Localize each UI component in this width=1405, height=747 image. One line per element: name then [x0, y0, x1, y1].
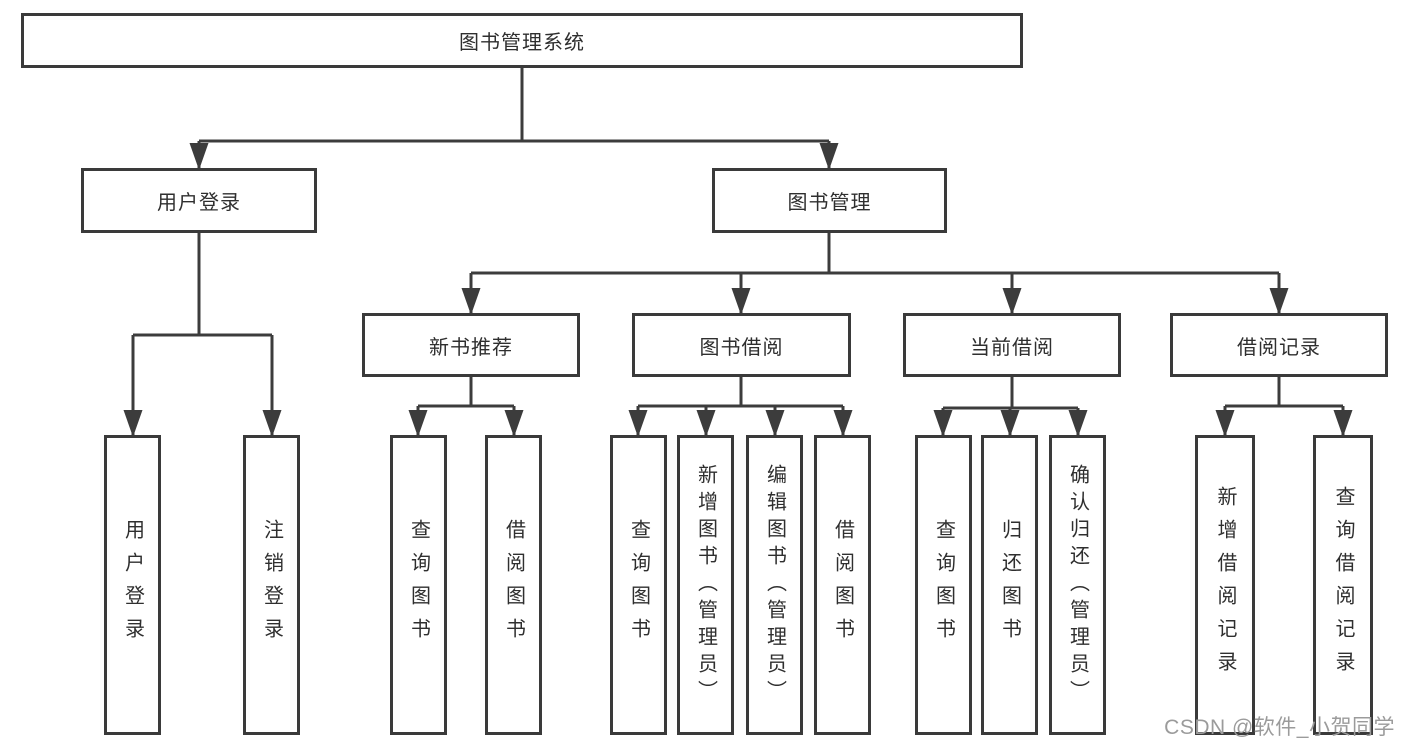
node-current-borrowing: 当前借阅 [903, 313, 1121, 377]
arrow-down-icon [1333, 410, 1353, 437]
leaf-borrowing-query-books: 查询图书 [610, 435, 667, 735]
node-user-login: 用户登录 [81, 168, 317, 233]
arrow-down-icon [628, 410, 648, 437]
arrow-down-icon [123, 410, 143, 437]
leaf-newbook-query-books: 查询图书 [390, 435, 447, 735]
node-book-management-label: 图书管理 [787, 192, 872, 214]
leaf-current-return-books: 归还图书 [981, 435, 1038, 735]
node-root-label: 图书管理系统 [459, 32, 585, 54]
leaf-user-login-label: 用户登录 [121, 519, 144, 651]
arrow-down-icon [1269, 288, 1289, 315]
leaf-current-return-books-label: 归还图书 [998, 519, 1021, 651]
edge-userlogin-to-leaves [131, 233, 274, 437]
leaf-newbook-borrow-books-label: 借阅图书 [502, 519, 525, 651]
leaf-borrowing-add-books-admin: 新增图书（管理员） [677, 435, 734, 735]
leaf-current-query-books: 查询图书 [915, 435, 972, 735]
leaf-current-query-books-label: 查询图书 [932, 519, 955, 651]
arrow-down-icon [461, 288, 481, 315]
leaf-records-query-record: 查询借阅记录 [1313, 435, 1373, 735]
arrow-down-icon [696, 410, 716, 437]
leaf-records-query-record-label: 查询借阅记录 [1332, 486, 1354, 684]
edge-root-to-level2 [197, 68, 831, 170]
arrow-down-icon [765, 410, 785, 437]
leaf-borrowing-borrow-books: 借阅图书 [814, 435, 871, 735]
leaf-newbook-borrow-books: 借阅图书 [485, 435, 542, 735]
leaf-current-confirm-return-admin: 确认归还（管理员） [1049, 435, 1106, 735]
node-borrowing-records-label: 借阅记录 [1237, 336, 1321, 359]
leaf-borrowing-query-books-label: 查询图书 [627, 519, 650, 651]
arrow-down-icon [933, 410, 953, 437]
node-root: 图书管理系统 [21, 13, 1023, 68]
leaf-borrowing-add-books-admin-label: 新增图书（管理员） [694, 463, 717, 707]
node-borrowing-records: 借阅记录 [1170, 313, 1388, 377]
node-user-login-label: 用户登录 [157, 192, 241, 214]
arrow-down-icon [731, 288, 751, 315]
node-new-book-recommendation: 新书推荐 [362, 313, 580, 377]
leaf-records-add-record-label: 新增借阅记录 [1214, 486, 1236, 684]
arrow-down-icon [408, 410, 428, 437]
arrow-down-icon [262, 410, 282, 437]
edge-bookborrow-to-leaves [636, 377, 845, 437]
node-current-borrowing-label: 当前借阅 [970, 336, 1054, 359]
leaf-borrowing-edit-books-admin-label: 编辑图书（管理员） [763, 463, 786, 707]
leaf-newbook-query-books-label: 查询图书 [407, 519, 430, 651]
arrow-down-icon [833, 410, 853, 437]
node-book-management: 图书管理 [712, 168, 947, 233]
leaf-current-confirm-return-admin-label: 确认归还（管理员） [1066, 463, 1089, 707]
leaf-borrowing-edit-books-admin: 编辑图书（管理员） [746, 435, 803, 735]
edge-bookmgmt-to-level3 [469, 233, 1281, 315]
csdn-watermark: CSDN @软件_小贺同学 [1164, 716, 1395, 739]
arrow-down-icon [1068, 410, 1088, 437]
arrow-down-icon [1215, 410, 1235, 437]
leaf-user-login: 用户登录 [104, 435, 161, 735]
arrow-down-icon [1002, 288, 1022, 315]
arrow-down-icon [189, 143, 209, 170]
node-book-borrowing-label: 图书借阅 [699, 336, 784, 359]
leaf-records-add-record: 新增借阅记录 [1195, 435, 1255, 735]
node-book-borrowing: 图书借阅 [632, 313, 851, 377]
edge-newbookrec-to-leaves [416, 377, 516, 437]
leaf-logout: 注销登录 [243, 435, 300, 735]
arrow-down-icon [819, 143, 839, 170]
leaf-logout-label: 注销登录 [260, 519, 283, 651]
arrow-down-icon [504, 410, 524, 437]
edge-borrowrecords-to-leaves [1223, 377, 1345, 437]
node-new-book-recommendation-label: 新书推荐 [429, 336, 513, 359]
leaf-borrowing-borrow-books-label: 借阅图书 [831, 519, 854, 651]
arrow-down-icon [1000, 410, 1020, 437]
